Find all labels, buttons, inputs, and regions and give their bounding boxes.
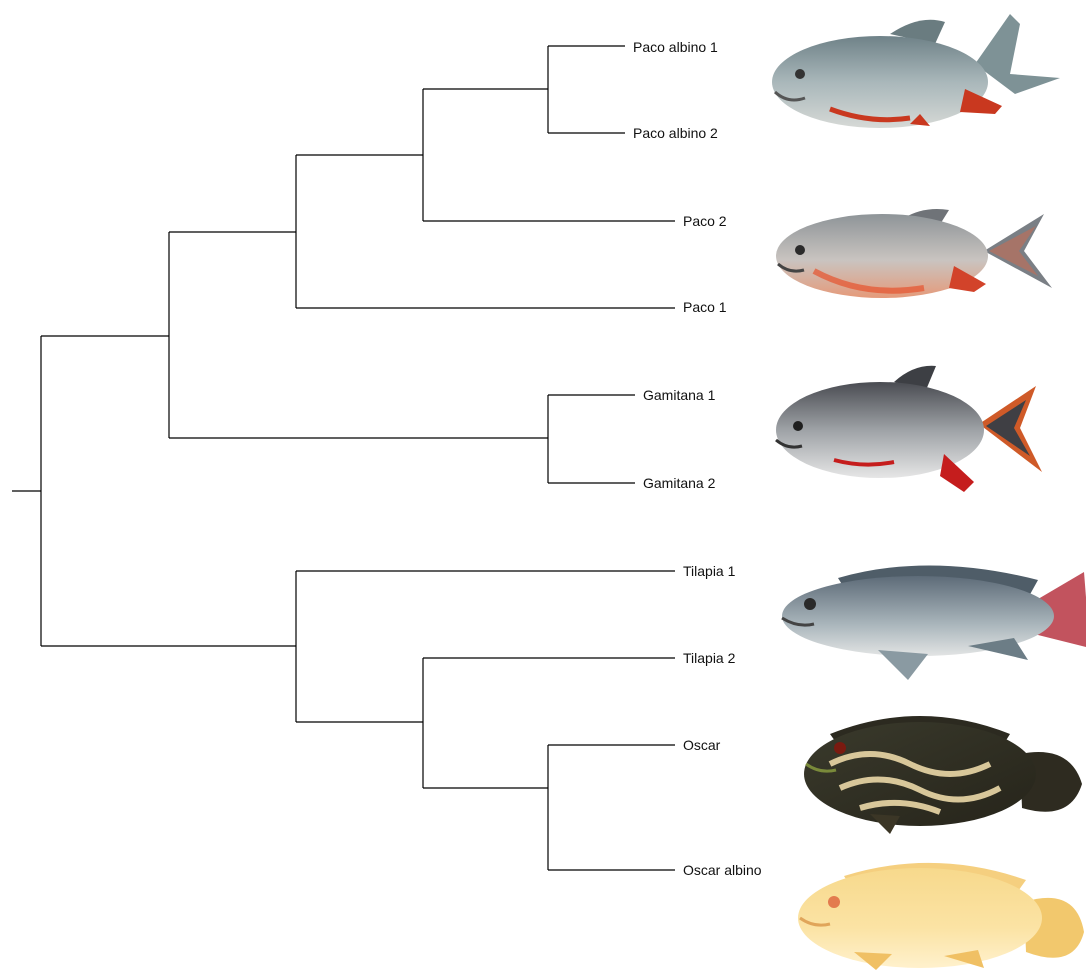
leaf-label-oscar-albino: Oscar albino [683, 862, 762, 878]
leaf-label-paco-1: Paco 1 [683, 299, 727, 315]
paco-fish [776, 209, 1052, 298]
leaf-label-tilapia-2: Tilapia 2 [683, 650, 735, 666]
leaf-label-gamitana-1: Gamitana 1 [643, 387, 715, 403]
oscar-fish [804, 716, 1082, 834]
leaf-label-gamitana-2: Gamitana 2 [643, 475, 715, 491]
paco-albino-fish [772, 14, 1060, 128]
gamitana-fish [776, 366, 1042, 492]
leaf-label-paco-2: Paco 2 [683, 213, 727, 229]
leaf-label-tilapia-1: Tilapia 1 [683, 563, 735, 579]
leaf-label-paco-albino-2: Paco albino 2 [633, 125, 718, 141]
tilapia-fish [782, 565, 1086, 680]
leaf-label-paco-albino-1: Paco albino 1 [633, 39, 718, 55]
tree-branches [12, 46, 675, 870]
oscar-albino-fish [798, 863, 1084, 970]
leaf-label-oscar: Oscar [683, 737, 720, 753]
